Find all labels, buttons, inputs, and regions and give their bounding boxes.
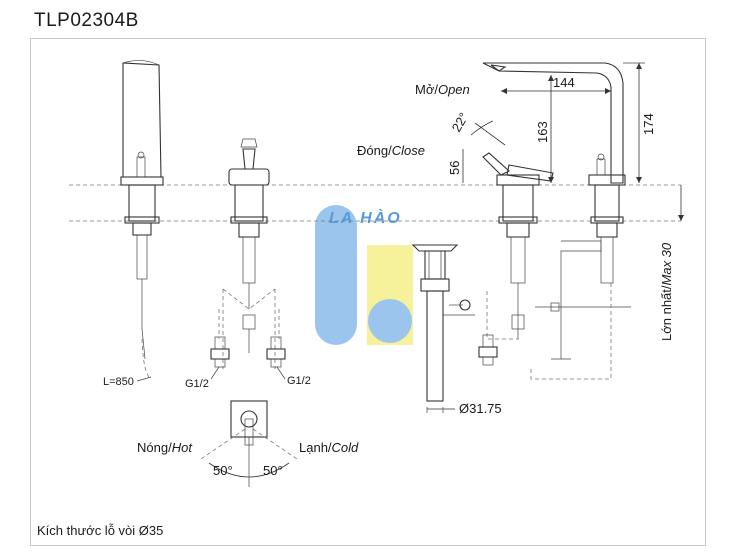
watermark-text: LA HÀO: [329, 208, 402, 227]
drain-diameter-label: Ø31.75: [459, 401, 502, 416]
page-title: TLP02304B: [34, 10, 139, 31]
watermark-blue-circle: [368, 299, 412, 343]
pop-up-drain: [411, 244, 475, 402]
hole-size-note: Kích thước lỗ vòi Ø35: [37, 523, 163, 538]
watermark-blue-bar: [315, 205, 357, 345]
hose-path: [141, 338, 150, 378]
left-angle-valve: [210, 336, 230, 368]
handle-top-view: [200, 400, 298, 487]
close-label: Đóng/Close: [357, 143, 425, 158]
total-height-dim: 174: [641, 113, 656, 135]
spout-height-dim: 163: [535, 121, 550, 143]
technical-drawing: LA HÀO L=850: [37, 60, 684, 538]
hose-length-label: L=850: [103, 376, 134, 388]
right-hoses: [486, 283, 612, 380]
faucet-front-view: [482, 62, 631, 360]
open-label: Mở/Open: [415, 82, 470, 97]
drawing-frame: LA HÀO L=850: [30, 38, 706, 546]
thread-right-label: G1/2: [287, 375, 311, 387]
cold-label: Lạnh/Cold: [299, 440, 359, 455]
mixer-side-view: [228, 138, 270, 353]
spout-side-view: [120, 60, 164, 360]
max-height-label: Lớn nhất/Max 30: [659, 242, 674, 341]
thread-left-label: G1/2: [185, 378, 209, 390]
right-angle-valve: [266, 336, 286, 368]
spout-reach-dim: 144: [553, 75, 575, 90]
handle-height-dim: 56: [447, 161, 462, 175]
right-valve: [478, 334, 498, 366]
handle-angle-dim: 22°: [449, 110, 472, 135]
watermark-logo: LA HÀO: [315, 205, 413, 345]
rotation-left-label: 50°: [213, 463, 233, 478]
hot-label: Nóng/Hot: [137, 440, 193, 455]
rotation-right-label: 50°: [263, 463, 283, 478]
